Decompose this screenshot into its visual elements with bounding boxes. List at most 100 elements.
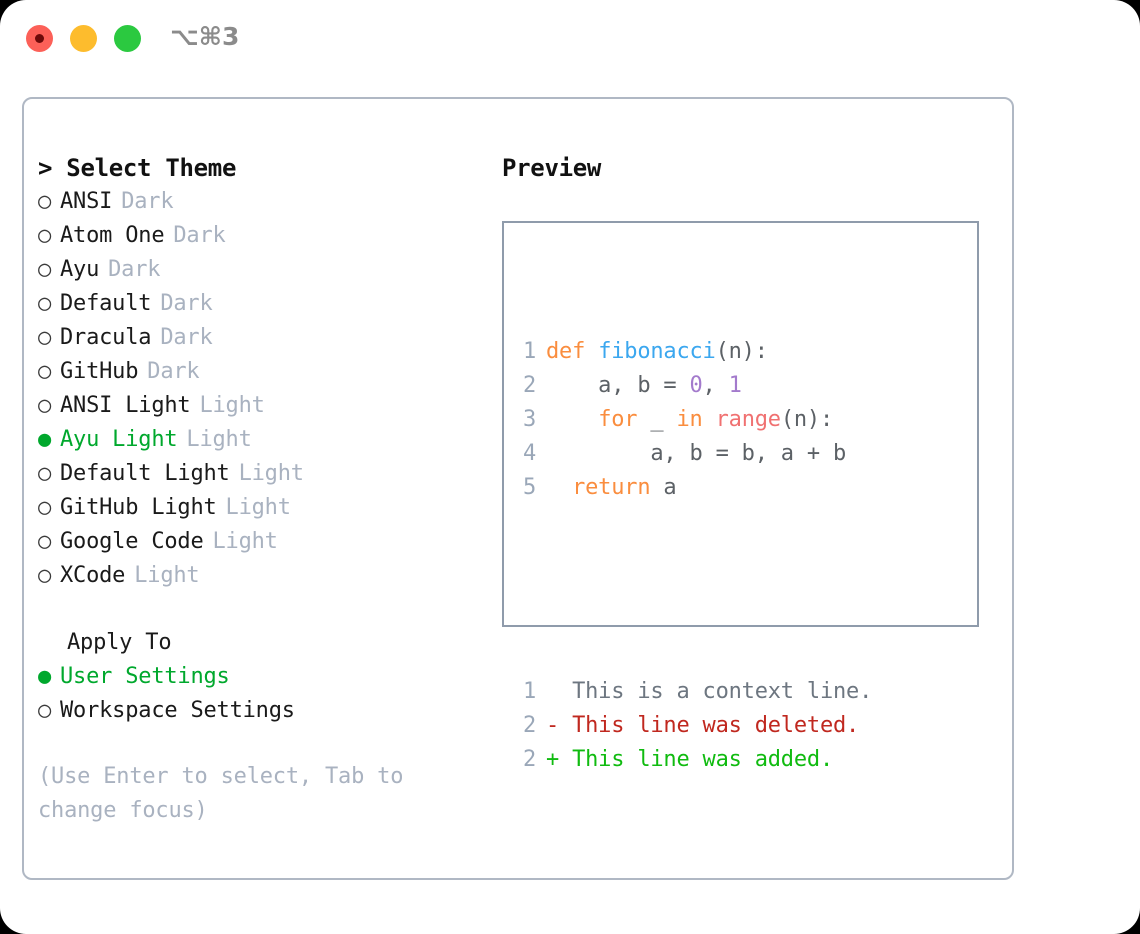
item-variant-tag: Dark xyxy=(173,223,226,248)
item-variant-tag: Dark xyxy=(121,189,174,214)
radio-unselected-icon: ○ xyxy=(38,563,52,588)
minimize-button[interactable] xyxy=(70,25,97,52)
theme-list-item[interactable]: ○ Dracula Dark xyxy=(38,321,498,355)
item-label: Ayu Light xyxy=(60,427,178,452)
line-number: 3 xyxy=(522,407,536,432)
code-line: 3 for _ in range(n): xyxy=(522,403,872,437)
item-variant-tag: Dark xyxy=(108,257,161,282)
maximize-button[interactable] xyxy=(114,25,141,52)
item-label: Google Code xyxy=(60,529,204,554)
item-label: GitHub Light xyxy=(60,495,217,520)
line-number: 2 xyxy=(522,373,536,398)
item-variant-tag: Dark xyxy=(160,291,213,316)
code-token: (n): xyxy=(715,339,768,364)
radio-unselected-icon: ○ xyxy=(38,461,52,486)
radio-unselected-icon: ○ xyxy=(38,529,52,554)
theme-list-item[interactable]: ○ Atom One Dark xyxy=(38,219,498,253)
radio-unselected-icon: ○ xyxy=(38,495,52,520)
line-number: 2 xyxy=(522,747,536,772)
item-variant-tag: Light xyxy=(199,393,265,418)
apply-to-title: Apply To xyxy=(67,630,172,655)
theme-list-item[interactable]: ○ XCode Light xyxy=(38,559,498,593)
radio-unselected-icon: ○ xyxy=(38,698,52,723)
item-variant-tag: Light xyxy=(225,495,291,520)
diff-text: This is a context line. xyxy=(546,679,873,704)
theme-list-item[interactable]: ○ GitHub Dark xyxy=(38,355,498,389)
code-token: return xyxy=(572,475,651,500)
line-number: 2 xyxy=(522,713,536,738)
window-controls xyxy=(26,25,141,52)
item-label: Atom One xyxy=(60,223,165,248)
code-token: , xyxy=(702,373,729,398)
preview-title: Preview xyxy=(502,154,602,182)
apply-to-item[interactable]: ○Workspace Settings xyxy=(38,694,498,728)
item-label: Dracula xyxy=(60,325,152,350)
radio-unselected-icon: ○ xyxy=(38,189,52,214)
item-variant-tag: Light xyxy=(134,563,200,588)
diff-text: + This line was added. xyxy=(546,747,833,772)
code-token: fibonacci xyxy=(598,339,716,364)
close-button[interactable] xyxy=(26,25,53,52)
theme-list-item[interactable]: ○ GitHub Light Light xyxy=(38,491,498,525)
code-line: 5 return a xyxy=(522,471,872,505)
code-token: a, b = b, a + b xyxy=(546,441,847,466)
item-label: User Settings xyxy=(60,664,230,689)
line-number: 5 xyxy=(522,475,536,500)
theme-list-item[interactable]: ● Ayu Light Light xyxy=(38,423,498,457)
line-number: 1 xyxy=(522,339,536,364)
item-variant-tag: Dark xyxy=(160,325,213,350)
radio-unselected-icon: ○ xyxy=(38,393,52,418)
record-indicator-icon xyxy=(35,34,44,43)
diff-line: 1 This is a context line. xyxy=(522,675,872,709)
item-label: ANSI xyxy=(60,189,113,214)
theme-list-item[interactable]: ○ ANSI Dark xyxy=(38,185,498,219)
code-token: 1 xyxy=(728,373,742,398)
radio-unselected-icon: ○ xyxy=(38,291,52,316)
code-blank-line xyxy=(522,573,872,607)
item-label: Default xyxy=(60,291,152,316)
code-line: 2 a, b = 0, 1 xyxy=(522,369,872,403)
item-variant-tag: Light xyxy=(186,427,252,452)
code-token: in xyxy=(676,407,703,432)
code-token: a xyxy=(650,475,677,500)
theme-list-item[interactable]: ○ Default Dark xyxy=(38,287,498,321)
item-variant-tag: Dark xyxy=(147,359,200,384)
code-token xyxy=(546,475,572,500)
diff-line: 2 - This line was deleted. xyxy=(522,709,872,743)
radio-unselected-icon: ○ xyxy=(38,257,52,282)
diff-lines: 1 This is a context line. 2 - This line wa… xyxy=(522,675,872,777)
code-token: a, b = xyxy=(546,373,690,398)
code-token: range xyxy=(715,407,781,432)
select-theme-header: > Select Theme xyxy=(38,154,237,182)
theme-list-item[interactable]: ○ Ayu Dark xyxy=(38,253,498,287)
radio-unselected-icon: ○ xyxy=(38,325,52,350)
line-number: 1 xyxy=(522,679,536,704)
item-label: Ayu xyxy=(60,257,100,282)
radio-selected-icon: ● xyxy=(38,427,52,452)
apply-to-item[interactable]: ● User Settings xyxy=(38,660,498,694)
code-token xyxy=(546,407,598,432)
radio-unselected-icon: ○ xyxy=(38,359,52,384)
item-label: Default Light xyxy=(60,461,230,486)
title-bar: ⌥⌘3 xyxy=(0,0,1140,78)
item-label: GitHub xyxy=(60,359,139,384)
diff-text: - This line was deleted. xyxy=(546,713,860,738)
radio-unselected-icon: ○ xyxy=(38,223,52,248)
code-token xyxy=(703,407,716,432)
apply-to-list[interactable]: ● User Settings ○Workspace Settings xyxy=(38,660,498,728)
code-token: 0 xyxy=(689,373,703,398)
item-label: XCode xyxy=(60,563,126,588)
line-number: 4 xyxy=(522,441,536,466)
radio-selected-icon: ● xyxy=(38,664,52,689)
diff-line: 2 + This line was added. xyxy=(522,743,872,777)
